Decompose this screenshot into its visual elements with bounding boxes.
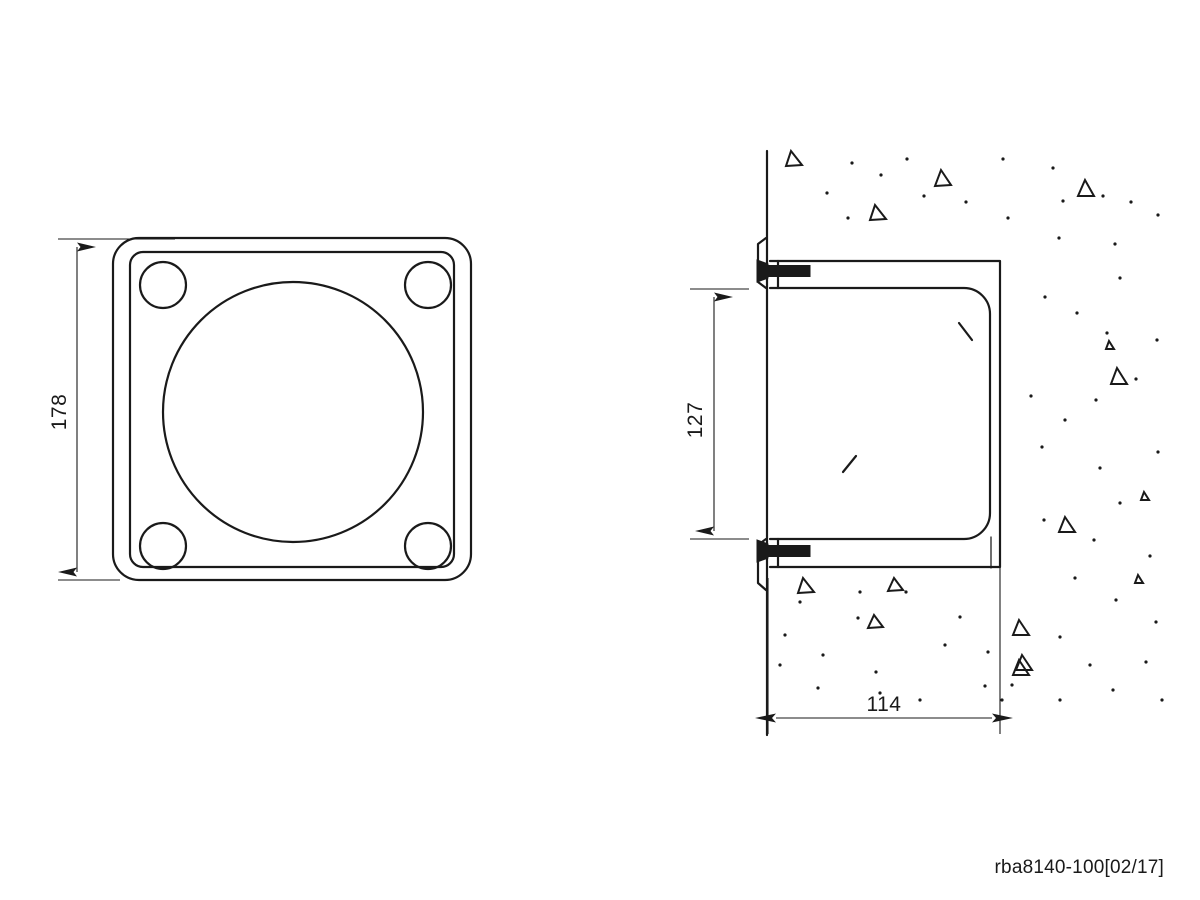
faceplate-outer-outline (111, 236, 473, 582)
dim-178-label: 178 (48, 394, 71, 431)
dim-114-label: 114 (867, 693, 902, 716)
dimension-127: 127 (684, 288, 749, 540)
bolt-hole-bottom-left (138, 521, 188, 571)
box-outer-body (768, 259, 1002, 569)
bolt-hole-top-right (403, 260, 453, 310)
section-tick-lower (841, 454, 858, 474)
countersunk-screw-top (756, 259, 811, 283)
faceplate-inner-outline (128, 250, 456, 569)
front-elevation-view: 178 (48, 236, 473, 582)
concrete-hatch-pattern (778, 148, 1164, 702)
box-inner-cavity (768, 286, 992, 541)
drawing-number-label: rba8140-100[02/17] (995, 857, 1164, 878)
countersunk-screw-bottom (756, 539, 811, 563)
bolt-hole-bottom-right (403, 521, 453, 571)
dimension-114: 114 (755, 567, 1013, 734)
dim-127-label: 127 (684, 402, 707, 439)
section-side-view: 127 114 (684, 148, 1164, 737)
bolt-hole-top-left (138, 260, 188, 310)
central-opening-circle (161, 280, 425, 544)
section-tick-upper (957, 321, 974, 342)
dimension-178: 178 (48, 238, 175, 581)
